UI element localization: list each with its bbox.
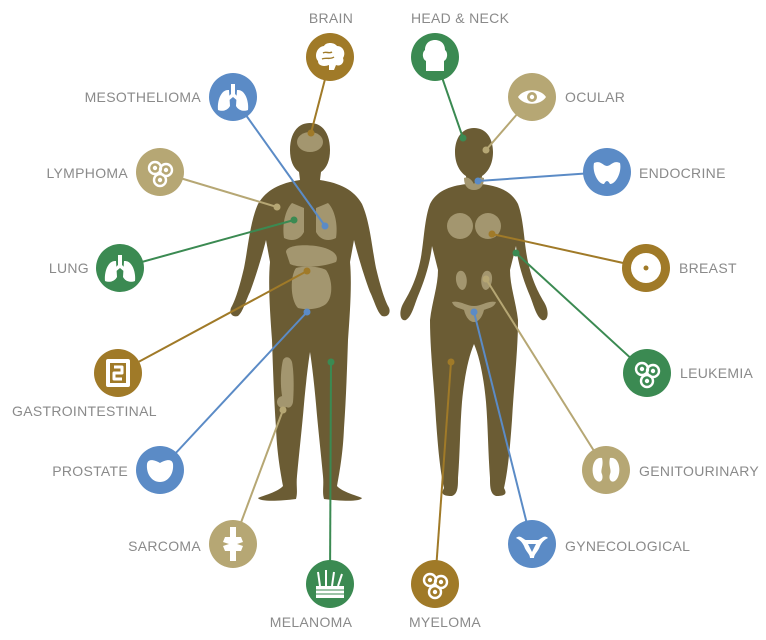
blood-cells-icon bbox=[623, 349, 671, 397]
cells-icon bbox=[136, 148, 184, 196]
label-breast: BREAST bbox=[679, 260, 737, 276]
connector-myeloma bbox=[434, 361, 452, 585]
label-gynecological: GYNECOLOGICAL bbox=[565, 538, 691, 554]
connector-leukemia bbox=[515, 252, 648, 374]
head-icon bbox=[411, 33, 459, 81]
connector-breast bbox=[491, 233, 647, 269]
thyroid-icon bbox=[583, 148, 631, 196]
connector-endpoints bbox=[273, 129, 520, 414]
eye-icon bbox=[508, 73, 556, 121]
lungs-icon bbox=[96, 244, 144, 292]
skin-icon bbox=[306, 560, 354, 608]
connector-gastrointestinal bbox=[117, 270, 308, 374]
label-mesothelioma: MESOTHELIOMA bbox=[84, 89, 201, 105]
connector-melanoma bbox=[329, 361, 332, 585]
connector-gynecological bbox=[473, 311, 533, 545]
label-genitourinary: GENITOURINARY bbox=[639, 463, 760, 479]
label-gastrointestinal: GASTROINTESTINAL bbox=[12, 403, 157, 419]
connector-genitourinary bbox=[485, 278, 607, 471]
breast-icon bbox=[622, 244, 670, 292]
label-sarcoma: SARCOMA bbox=[128, 538, 201, 554]
label-melanoma: MELANOMA bbox=[269, 614, 353, 630]
label-prostate: PROSTATE bbox=[52, 463, 128, 479]
connector-lines bbox=[117, 59, 648, 585]
label-lung: LUNG bbox=[48, 260, 89, 276]
label-lymphoma: LYMPHOMA bbox=[46, 165, 128, 181]
label-head-neck: HEAD & NECK bbox=[411, 10, 510, 26]
cells-icon bbox=[411, 560, 459, 608]
lungs-icon bbox=[209, 73, 257, 121]
label-brain: BRAIN bbox=[308, 10, 354, 26]
prostate-icon bbox=[136, 446, 184, 494]
connector-mesothelioma bbox=[232, 96, 326, 227]
label-myeloma: MYELOMA bbox=[408, 614, 482, 630]
kidneys-icon bbox=[582, 446, 630, 494]
label-leukemia: LEUKEMIA bbox=[680, 365, 754, 381]
brain-icon bbox=[306, 33, 354, 81]
uterus-icon bbox=[508, 520, 556, 568]
connector-lung bbox=[119, 219, 295, 269]
label-endocrine: ENDOCRINE bbox=[639, 165, 726, 181]
intestine-icon bbox=[94, 349, 142, 397]
label-ocular: OCULAR bbox=[565, 89, 626, 105]
connector-prostate bbox=[159, 311, 308, 471]
bone-joint-icon bbox=[209, 520, 257, 568]
